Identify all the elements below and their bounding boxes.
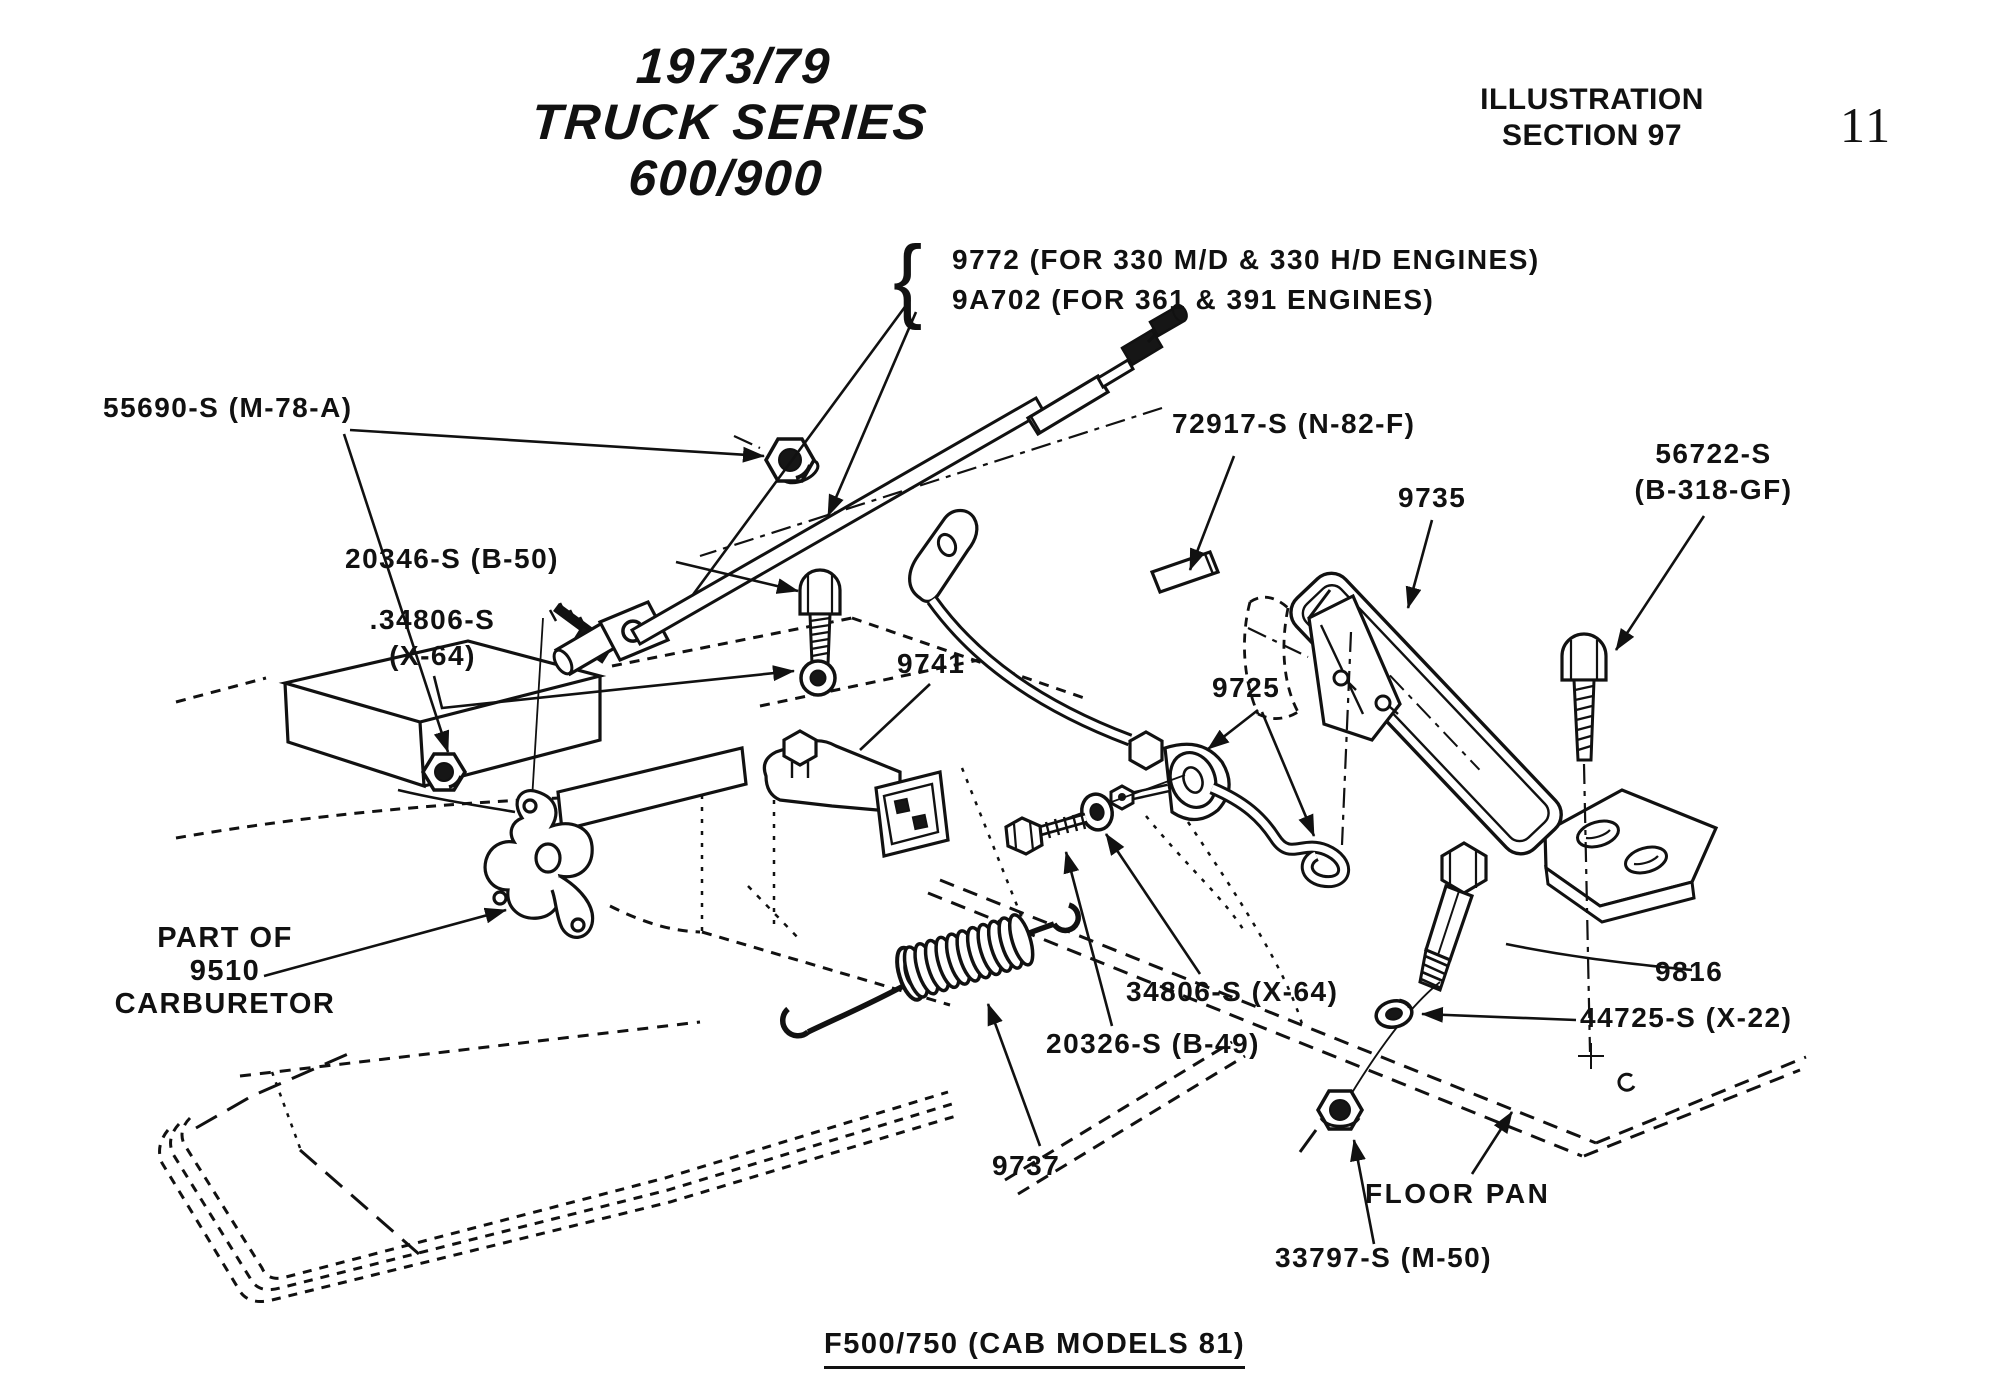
nut-55690-rod — [763, 437, 820, 485]
page-number: 11 — [1840, 97, 1893, 153]
label-carburetor-line2: 9510 — [189, 955, 261, 988]
label-carburetor-line3: CARBURETOR — [114, 988, 336, 1021]
label-pedal-9735: 9735 — [1398, 482, 1467, 513]
washer-44725 — [1374, 998, 1414, 1030]
bellcrank-9725 — [908, 508, 1351, 889]
label-washer-34806-lower: 34806-S (X-64) — [1126, 976, 1339, 1007]
nut-33797 — [1315, 1089, 1365, 1131]
section-label: ILLUSTRATION SECTION 97 — [1462, 82, 1722, 154]
label-bolt-56722-line1: 56722-S — [1655, 438, 1772, 469]
bracket-9741 — [762, 729, 950, 858]
section-label-line1: ILLUSTRATION — [1480, 83, 1704, 116]
page-title-line2: TRUCK SERIES 600/900 — [529, 94, 931, 206]
centerlines — [699, 406, 1592, 1053]
leader-lines — [263, 299, 1706, 1245]
label-bracket-9741: 9741 — [897, 648, 966, 679]
page-title: 1973/79 TRUCK SERIES 600/900 — [424, 38, 1036, 206]
label-washer-34806-upper-line2: (X-64) — [389, 639, 476, 671]
carb-mount-pad — [278, 639, 748, 832]
engine-outline — [158, 1020, 957, 1303]
label-bolt-20326: 20326-S (B-49) — [1046, 1028, 1260, 1059]
label-rod-9772: 9772 (FOR 330 M/D & 330 H/D ENGINES) — [952, 244, 1540, 275]
carb-throttle-lever — [483, 617, 595, 939]
pedal-9735 — [1289, 571, 1719, 924]
label-bellcrank-9725: 9725 — [1212, 672, 1281, 703]
bolt-20326 — [1004, 812, 1088, 856]
label-spring-9737: 9737 — [992, 1150, 1061, 1181]
page-title-line1: 1973/79 — [634, 38, 834, 94]
bolt-56722 — [1560, 632, 1608, 762]
pin-72917 — [1149, 549, 1221, 595]
label-bolt-56722-line2: (B-318-GF) — [1634, 473, 1793, 505]
throttle-rod — [548, 303, 1188, 677]
label-bolt-20346: 20346-S (B-50) — [345, 543, 559, 574]
label-washer-34806-upper: .34806-S (X-64) — [340, 602, 525, 674]
figure-caption: F500/750 (CAB MODELS 81) — [824, 1328, 1246, 1369]
label-washer-44725: 44725-S (X-22) — [1580, 1002, 1793, 1033]
floor-pan-outline — [927, 767, 1807, 1196]
spring-9737 — [780, 902, 1081, 1039]
label-rod-9a702: 9A702 (FOR 361 & 391 ENGINES) — [952, 284, 1435, 315]
section-label-line2: SECTION 97 — [1501, 119, 1683, 152]
bolt-9816 — [1349, 841, 1488, 1097]
rod-options-brace: { — [893, 226, 923, 331]
label-nut-33797: 33797-S (M-50) — [1275, 1242, 1493, 1273]
washer-34806-lower — [1080, 792, 1114, 832]
label-nut-55690: 55690-S (M-78-A) — [103, 392, 353, 423]
nut-55690-manifold — [420, 752, 468, 792]
label-pin-72917: 72917-S (N-82-F) — [1172, 408, 1416, 439]
label-bolt-56722: 56722-S (B-318-GF) — [1606, 436, 1821, 508]
washer-34806-upper — [799, 659, 837, 697]
label-carburetor: PART OF 9510 CARBURETOR — [105, 922, 345, 1021]
bolt-20346 — [798, 568, 842, 666]
label-floor-pan: FLOOR PAN — [1365, 1178, 1551, 1209]
label-bolt-9816: 9816 — [1655, 956, 1724, 987]
label-washer-34806-upper-line1: .34806-S — [369, 604, 496, 635]
label-carburetor-line1: PART OF — [157, 922, 293, 954]
hidden-pedal-arm — [1243, 595, 1300, 720]
